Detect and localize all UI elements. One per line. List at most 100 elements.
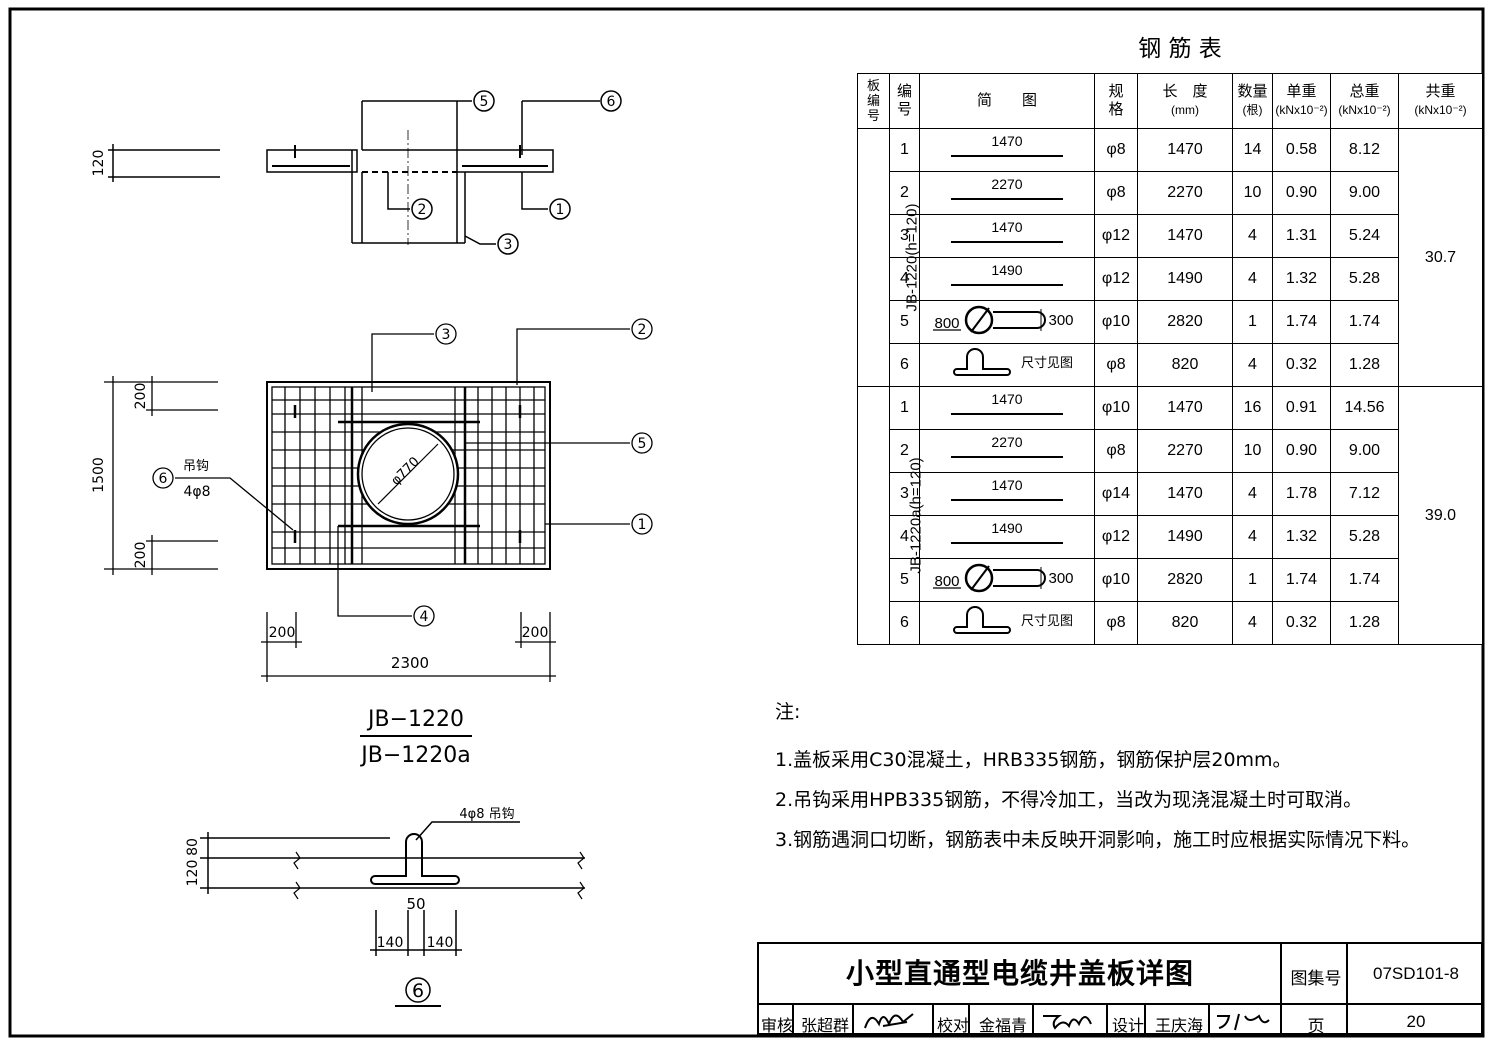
straight-bar-sketch: 1490 bbox=[947, 520, 1067, 550]
section-view bbox=[108, 90, 622, 255]
bar-sketch-cell: 1470 bbox=[919, 214, 1095, 258]
total-weight-cell: 14.56 bbox=[1330, 386, 1399, 430]
spec-cell: φ10 bbox=[1094, 300, 1138, 344]
length-cell: 2270 bbox=[1137, 171, 1233, 215]
detail-title: 6 bbox=[412, 980, 424, 1002]
sum-weight-cell: 39.0 bbox=[1398, 386, 1483, 645]
note-item: 2.吊钩采用HPB335钢筋，不得冷加工，当改为现浇混凝土时可取消。 bbox=[775, 789, 1363, 811]
total-weight-cell: 8.12 bbox=[1330, 128, 1399, 172]
callout-2-plan: 2 bbox=[638, 322, 647, 338]
dim-200-bottom-left: 200 bbox=[133, 542, 149, 569]
plan-view-labels: φ770 200 1500 200 200 200 2300 吊钩 4φ8 3 … bbox=[91, 322, 646, 768]
spec-cell: φ14 bbox=[1094, 472, 1138, 516]
qty-cell: 4 bbox=[1232, 515, 1273, 559]
sum-weight-cell: 30.7 bbox=[1398, 128, 1483, 387]
note-item: 1.盖板采用C30混凝土，HRB335钢筋，钢筋保护层20mm。 bbox=[775, 749, 1292, 771]
bar-line bbox=[951, 283, 1063, 286]
checker-name: 金福青 bbox=[978, 1016, 1027, 1035]
col-sum: 共重(kNx10⁻²) bbox=[1398, 73, 1483, 129]
dim-200-top-left: 200 bbox=[133, 383, 149, 410]
callout-2-top: 2 bbox=[418, 202, 427, 218]
drawing-title: 小型直通型电缆井盖板详图 bbox=[845, 957, 1194, 990]
bar-number-cell: 3 bbox=[889, 472, 920, 516]
bar-sketch-length: 2270 bbox=[991, 433, 1023, 450]
design-label: 设计 bbox=[1111, 1016, 1144, 1035]
dim-200-bottom-a: 200 bbox=[269, 625, 296, 641]
length-cell: 1470 bbox=[1137, 128, 1233, 172]
note-item: 3.钢筋遇洞口切断，钢筋表中未反映开洞影响，施工时应根据实际情况下料。 bbox=[775, 829, 1421, 851]
bar-sketch-length: 1490 bbox=[991, 519, 1023, 536]
signature-designer bbox=[1217, 1013, 1270, 1031]
check-label: 校对 bbox=[936, 1016, 969, 1035]
table-header-row: 板编号 编号 简 图 规格 长 度(mm) 数量(根) 单重(kNx10⁻²) … bbox=[857, 73, 1483, 129]
dim-2300: 2300 bbox=[391, 654, 429, 672]
bar-line bbox=[951, 154, 1063, 157]
straight-bar-sketch: 1470 bbox=[947, 219, 1067, 249]
callout-3-plan: 3 bbox=[442, 327, 451, 343]
bar-number-cell: 6 bbox=[889, 601, 920, 645]
straight-bar-sketch: 2270 bbox=[947, 434, 1067, 464]
plan-title-2: JB−1220a bbox=[359, 743, 470, 768]
title-block-grid bbox=[757, 942, 1483, 1035]
bar-line bbox=[951, 455, 1063, 458]
qty-cell: 10 bbox=[1232, 429, 1273, 473]
qty-cell: 4 bbox=[1232, 601, 1273, 645]
total-weight-cell: 1.28 bbox=[1330, 601, 1399, 645]
straight-bar-sketch: 1470 bbox=[947, 391, 1067, 421]
length-cell: 1470 bbox=[1137, 214, 1233, 258]
spec-cell: φ10 bbox=[1094, 558, 1138, 602]
length-cell: 820 bbox=[1137, 601, 1233, 645]
bar-sketch-cell: 1470 bbox=[919, 472, 1095, 516]
dim-200-bottom-b: 200 bbox=[522, 625, 549, 641]
dim-80: 80 bbox=[185, 838, 201, 856]
reviewer-name: 张超群 bbox=[800, 1016, 849, 1035]
spec-cell: φ12 bbox=[1094, 257, 1138, 301]
total-weight-cell: 1.74 bbox=[1330, 558, 1399, 602]
bar-line bbox=[951, 541, 1063, 544]
spec-cell: φ8 bbox=[1094, 128, 1138, 172]
bar-sketch-cell: 尺寸见图 bbox=[919, 343, 1095, 387]
dim-120-detail: 120 bbox=[185, 860, 201, 887]
bar-number-cell: 2 bbox=[889, 429, 920, 473]
dim-120-section: 120 bbox=[91, 150, 107, 177]
bar-sketch-length: 2270 bbox=[991, 175, 1023, 192]
qty-cell: 4 bbox=[1232, 472, 1273, 516]
bar-number-cell: 1 bbox=[889, 128, 920, 172]
unit-weight-cell: 1.78 bbox=[1272, 472, 1331, 516]
qty-cell: 4 bbox=[1232, 343, 1273, 387]
bar-sketch-cell: 尺寸见图 bbox=[919, 601, 1095, 645]
title-block: 小型直通型电缆井盖板详图 图集号 07SD101-8 页 20 审核 张超群 校… bbox=[757, 942, 1483, 1037]
hook-size-note: 尺寸见图 bbox=[1021, 613, 1073, 628]
bar-sketch-length: 1470 bbox=[991, 218, 1023, 235]
plate-id-cell: JB-1220a(h=120) bbox=[857, 386, 925, 645]
spec-cell: φ8 bbox=[1094, 601, 1138, 645]
dim-50: 50 bbox=[406, 895, 425, 913]
spec-cell: φ12 bbox=[1094, 214, 1138, 258]
col-plate-id: 板编号 bbox=[857, 73, 890, 129]
col-total-weight: 总重(kNx10⁻²) bbox=[1330, 73, 1399, 129]
length-cell: 820 bbox=[1137, 343, 1233, 387]
callout-1-top: 1 bbox=[556, 202, 565, 218]
review-label: 审核 bbox=[760, 1016, 793, 1035]
bar-sketch-cell: 1470 bbox=[919, 386, 1095, 430]
unit-weight-cell: 1.32 bbox=[1272, 257, 1331, 301]
dim-140-right: 140 bbox=[427, 935, 454, 951]
ring-height-label: 300 bbox=[1048, 312, 1073, 329]
dim-1500: 1500 bbox=[91, 457, 107, 493]
straight-bar-sketch: 1470 bbox=[947, 477, 1067, 507]
unit-weight-cell: 0.90 bbox=[1272, 429, 1331, 473]
col-unit-weight: 单重(kNx10⁻²) bbox=[1272, 73, 1331, 129]
